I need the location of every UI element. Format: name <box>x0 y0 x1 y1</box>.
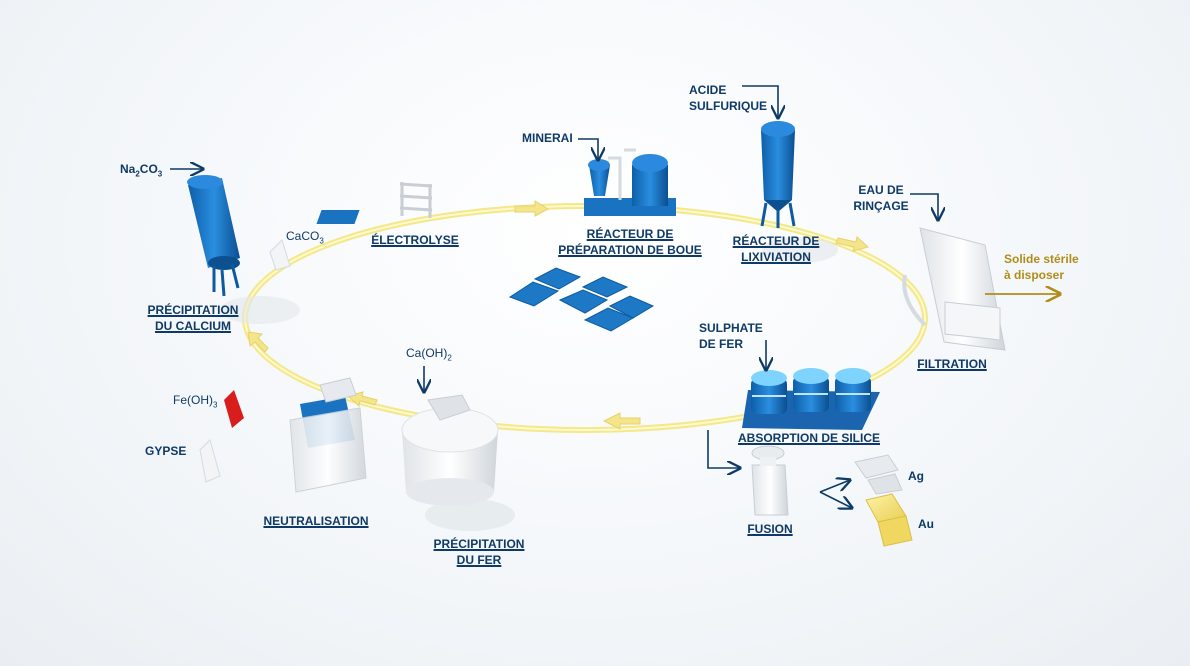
ore-tiles-icon <box>508 267 655 332</box>
label-ag: Ag <box>908 469 924 483</box>
label-na2co3: Na2CO3 <box>120 162 163 179</box>
filter-press-icon <box>902 227 1006 351</box>
silver-bars-icon <box>854 454 903 495</box>
calcium-tank-icon <box>187 175 300 324</box>
label-filtration: FILTRATION <box>917 357 987 371</box>
caco3-solid-icon <box>269 239 291 271</box>
ring-arrow-icon <box>247 200 870 430</box>
label-absorption-silice: ABSORPTION DE SILICE <box>738 431 881 445</box>
slurry-reactor-icon <box>584 148 676 216</box>
feoh3-solid-icon <box>224 390 244 428</box>
gold-bars-icon <box>865 493 913 547</box>
label-feoh3: Fe(OH)3 <box>173 393 218 410</box>
gypse-solid-icon <box>199 439 221 483</box>
electrolysis-icon <box>316 182 433 224</box>
label-caco3: CaCO3 <box>286 229 324 246</box>
furnace-icon <box>751 445 789 516</box>
label-neutralisation: NEUTRALISATION <box>263 514 369 528</box>
label-electrolyse: ÉLECTROLYSE <box>371 233 459 247</box>
neutralisation-icon <box>289 377 367 493</box>
leach-reactor-icon <box>760 121 838 263</box>
label-au: Au <box>918 517 934 531</box>
label-fusion: FUSION <box>747 522 793 536</box>
label-minerai: MINERAI <box>522 131 573 145</box>
flow-arrows <box>170 85 938 508</box>
label-gypse: GYPSE <box>145 444 187 458</box>
label-caoh2: Ca(OH)2 <box>406 346 452 363</box>
silica-absorption-icon <box>742 368 880 430</box>
iron-precip-tank-icon <box>401 394 515 531</box>
